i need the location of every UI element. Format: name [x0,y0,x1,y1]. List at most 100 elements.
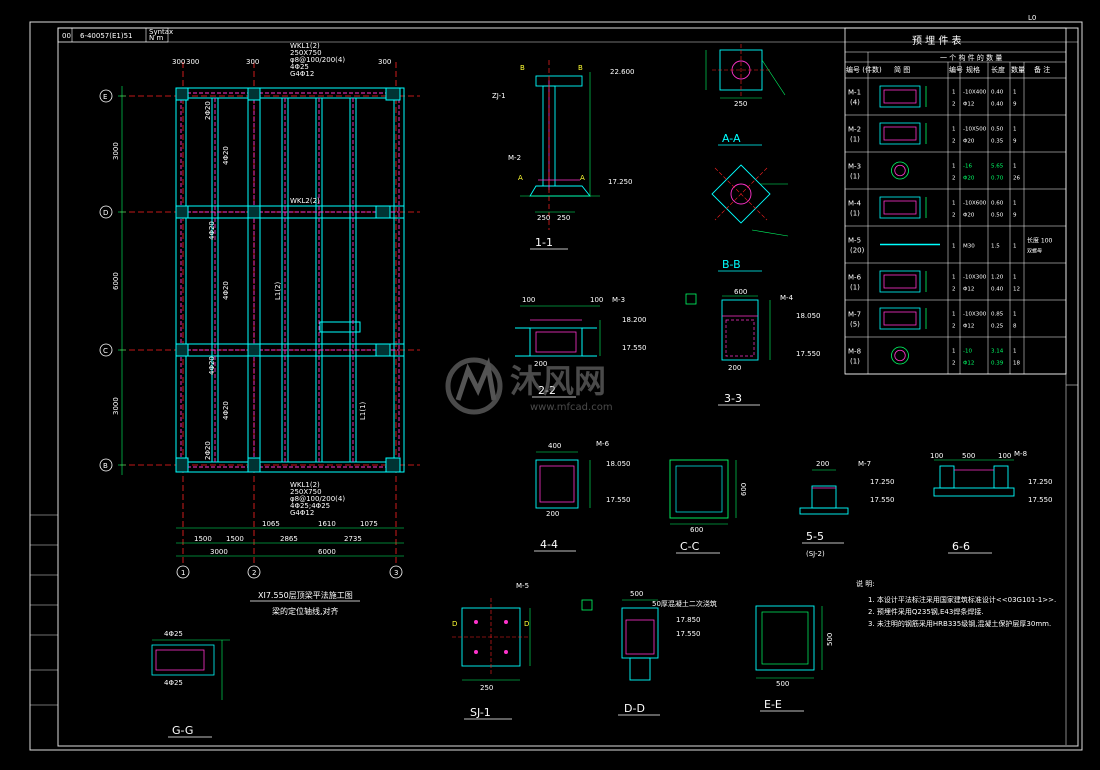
table-item-no: 2 [952,287,956,293]
table-item-spec: -10X300 [963,311,987,317]
m6-label: M-6 [596,440,610,448]
table-item-spec: -10X400 [963,89,987,95]
gg-note-2: 4Φ25 [164,679,183,687]
watermark-logo-icon [445,357,503,415]
sj1-cut-d-right: D [524,620,529,628]
table-item-spec: -10X500 [963,126,987,132]
table-item-qty: 9 [1013,102,1017,108]
s11-label: 1-1 [535,236,553,249]
table-item-qty: 1 [1013,89,1017,95]
dd-note: 50厚混凝土二次浇筑 [652,599,717,608]
sj1-cut-d-left: D [452,620,457,628]
table-item-no: 2 [952,139,956,145]
s66-elev-bottom: 17.550 [1028,496,1053,504]
beam-label-9: WKL2(2) [290,197,320,205]
s66-dim-500: 500 [962,452,975,460]
table-item-length: 0.60 [991,200,1004,206]
table-item-qty: 1 [1013,126,1017,132]
section-4-4: M-6 400 18.050 17.550 200 4-4 [534,440,631,552]
dd-elev-top: 17.850 [676,616,701,624]
s11-dim-b: 250 [557,214,570,222]
detail-gg: 4Φ25 4Φ25 G-G [151,630,230,738]
table-item-no: 2 [952,213,956,219]
table-row-count: (20) [850,247,865,255]
bottom-dim-b2: 1500 [226,535,244,543]
beam-note-top: WKL1(2) 250X750 φ8@100/200(4) 4Φ25 G4Φ12 [290,42,345,78]
s66-dim-100b: 100 [998,452,1011,460]
gg-note-1: 4Φ25 [164,630,183,638]
table-item-length: 0.85 [991,311,1004,317]
bottom-dim-a2: 1610 [318,520,336,528]
table-item-qty: 1 [1013,200,1017,206]
s11-dim-a: 250 [537,214,550,222]
gg-label: G-G [172,724,193,737]
bottom-dim-b4: 2735 [344,535,362,543]
table-row-sketch [891,161,909,180]
dd-elev-bottom: 17.550 [676,630,701,638]
left-dim-1: 3000 [112,142,120,160]
s11-cut-b-left: B [520,64,525,72]
table-item-no: 1 [952,348,956,354]
beam-plan: E D C B 1 2 3 3000 6000 3000 300 300 300… [99,42,420,616]
sj1-dim-250: 250 [480,684,493,692]
section-6-6: M-8 100 500 100 17.250 17.550 6-6 [930,450,1053,554]
notes-line-3: 3. 未注明的钢筋采用HRB335级钢,混凝土保护层厚30mm. [868,619,1051,628]
table-item-no: 2 [952,102,956,108]
s11-cut-b-right: B [578,64,583,72]
table-item-spec: M30 [963,244,975,250]
table-item-spec: -10X300 [963,274,987,280]
section-e-e: 500 500 E-E [755,605,834,712]
s22-dim-200: 200 [534,360,547,368]
section-3-3: M-4 600 18.050 17.550 200 3-3 [685,288,821,406]
axis-label-b: B [103,462,108,470]
axis-label-c: C [103,347,108,355]
table-row-count: (1) [850,173,860,181]
s11-cut-a-right: A [580,174,585,182]
s44-elev-top: 18.050 [606,460,631,468]
table-row-sketch-inner [894,164,906,177]
table-item-qty: 1 [1013,163,1017,169]
plan-subtitle: 梁的定位轴线,对齐 [272,606,339,616]
table-item-qty: 18 [1013,361,1020,367]
s22-elev-top: 18.200 [622,316,647,324]
sheet-frame: 00 6-40057(E1)51 Syntax N m L0 [29,14,1083,751]
table-item-length: 0.39 [991,361,1004,367]
table-item-length: 1.5 [991,244,1000,250]
sheet-stamp-line-1: Syntax [149,28,173,36]
left-dim-2: 6000 [112,272,120,290]
s33-label: 3-3 [724,392,742,405]
bottom-dim-a1: 1065 [262,520,280,528]
table-row-sketch-inner [883,311,917,326]
cc-dim-600-bottom: 600 [690,526,703,534]
beam-note-bottom-3: φ8@100/200(4) [290,495,345,503]
m4-label: M-4 [780,294,794,302]
table-col-sketch: 简 图 [894,65,910,74]
beam-note-bottom: WKL1(2) 250X750 φ8@100/200(4) 4Φ25;4Φ25 … [290,481,345,517]
s11-elev-bottom: 17.250 [608,178,633,186]
table-item-length: 0.70 [991,176,1004,182]
m8-label: M-8 [1014,450,1027,458]
table-row-id: M-7 [848,311,861,319]
table-item-no: 1 [952,200,956,206]
table-item-spec: Φ20 [963,176,975,182]
m3-label: M-3 [612,296,625,304]
section-1-1: ZJ-1 M-2 22.600 17.250 250 250 1-1 B B A… [492,60,635,250]
beam-label-3: 4Φ20 [222,401,230,420]
s33-dim-200: 200 [728,364,741,372]
beam-note-top-3: φ8@100/200(4) [290,56,345,64]
table-item-length: 0.50 [991,213,1004,219]
axis-label-3: 3 [394,569,398,577]
m7-label: M-7 [858,460,871,468]
bottom-dim-b3: 2865 [280,535,298,543]
beam-label-7: 4Φ20 [208,356,216,375]
table-row-id: M-6 [848,274,862,282]
s55-label: 5-5 [806,530,824,543]
left-dim-3: 3000 [112,397,120,415]
table-row-sketch [879,196,921,219]
s66-elev-top: 17.250 [1028,478,1053,486]
ee-dim-500-bottom: 500 [776,680,789,688]
beam-note-top-1: WKL1(2) [290,42,320,50]
s22-label: 2-2 [538,384,556,397]
table-item-length: 0.40 [991,89,1004,95]
